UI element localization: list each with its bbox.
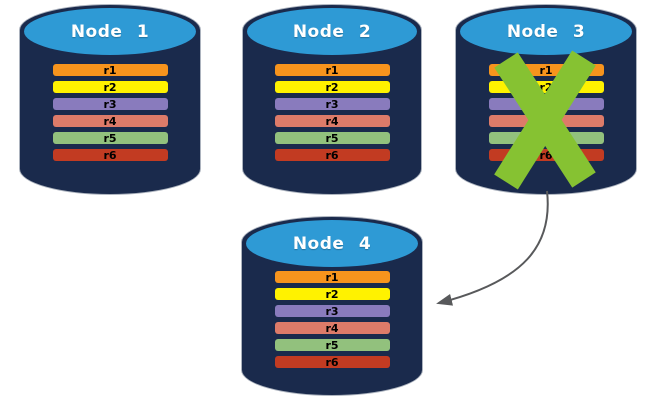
replica-bar-r6: r6 (52, 149, 168, 161)
replica-bar-r4: r4 (274, 115, 390, 127)
node-3-cylinder-top: Node 3 (460, 8, 632, 55)
failover-arrow (436, 190, 549, 306)
node-4-cylinder: Node 4 r1 r2 r3 r4 r5 r6 (242, 217, 422, 395)
replica-bar-r4: r4 (274, 322, 390, 334)
replica-bar-r3: r3 (274, 305, 390, 317)
replica-bar-r3: r3 (274, 98, 390, 110)
replica-bar-r1: r1 (274, 64, 390, 76)
replica-bar-r3: r3 (52, 98, 168, 110)
node-3-title: Node 3 (506, 21, 586, 42)
replica-bar-r5: r5 (274, 339, 390, 351)
node-4-cylinder-top: Node 4 (246, 220, 418, 267)
node-4-replica-list: r1 r2 r3 r4 r5 r6 (242, 271, 422, 368)
replica-bar-r1: r1 (274, 271, 390, 283)
node-2-cylinder-top: Node 2 (247, 8, 417, 55)
replica-bar-r6: r6 (274, 149, 390, 161)
node-1-cylinder-top: Node 1 (24, 8, 196, 55)
replica-bar-r1: r1 (52, 64, 168, 76)
node-2-cylinder: Node 2 r1 r2 r3 r4 r5 r6 (243, 5, 421, 194)
node-4-title: Node 4 (292, 233, 372, 254)
replica-bar-r6: r6 (274, 356, 390, 368)
node-1-cylinder: Node 1 r1 r2 r3 r4 r5 r6 (20, 5, 200, 194)
node-2-title: Node 2 (292, 21, 372, 42)
node-1-title: Node 1 (70, 21, 150, 42)
replica-bar-r2: r2 (274, 288, 390, 300)
replica-bar-r5: r5 (52, 132, 168, 144)
replica-bar-r4: r4 (52, 115, 168, 127)
replica-bar-r2: r2 (274, 81, 390, 93)
node-3-cylinder: Node 3 r1 r2 r3 r4 r5 r6 (456, 5, 636, 194)
replica-bar-r5: r5 (274, 132, 390, 144)
replica-bar-r2: r2 (52, 81, 168, 93)
failure-x-icon (494, 50, 596, 190)
node-2-replica-list: r1 r2 r3 r4 r5 r6 (243, 64, 421, 161)
node-1-replica-list: r1 r2 r3 r4 r5 r6 (20, 64, 200, 161)
